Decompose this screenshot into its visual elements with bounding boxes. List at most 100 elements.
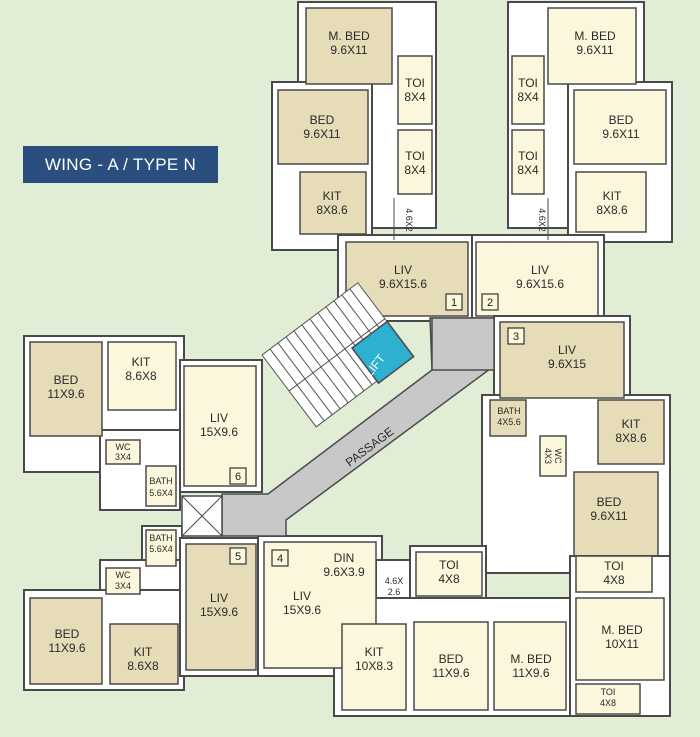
stair-tread bbox=[296, 384, 325, 422]
stair-tread bbox=[333, 300, 362, 338]
label-bed: BED bbox=[54, 373, 79, 387]
room-toi bbox=[575, 555, 653, 593]
label-bed: BED bbox=[439, 652, 464, 666]
label-bed: BED bbox=[310, 113, 335, 127]
duct-size: 4.6X2 bbox=[404, 208, 414, 232]
room-bed bbox=[277, 89, 369, 165]
label-liv: LIV bbox=[210, 411, 228, 425]
size-kit: 8X8.6 bbox=[596, 203, 628, 217]
room-kit bbox=[575, 171, 647, 233]
label-wc: WC bbox=[553, 449, 563, 464]
size-din: 9.6X3.9 bbox=[323, 565, 365, 579]
duct-size: 2.6 bbox=[388, 587, 401, 597]
label-mbed: M. BED bbox=[574, 29, 616, 43]
room-kit bbox=[107, 341, 177, 411]
size-liv: 15X9.6 bbox=[200, 425, 238, 439]
room-bed bbox=[573, 89, 667, 165]
room-liv bbox=[183, 365, 257, 487]
label-liv: LIV bbox=[394, 263, 412, 277]
unit-number: 3 bbox=[513, 331, 519, 343]
room-wc bbox=[105, 439, 141, 465]
size-toi: 8X4 bbox=[517, 90, 539, 104]
room-mbed bbox=[305, 7, 393, 85]
label-liv: LIV bbox=[210, 591, 228, 605]
stair-tread bbox=[320, 366, 349, 404]
duct-size: 4.6X2 bbox=[537, 208, 547, 232]
room-kit bbox=[299, 171, 367, 235]
room-bed bbox=[413, 621, 489, 711]
stair-tread bbox=[301, 324, 330, 362]
flat-1 bbox=[271, 1, 475, 322]
size-toi: 4X8 bbox=[600, 698, 616, 708]
room-kit bbox=[109, 623, 179, 685]
label-bed: BED bbox=[597, 495, 622, 509]
wing-title: WING - A / TYPE N bbox=[23, 146, 218, 183]
unit-number: 5 bbox=[235, 551, 241, 563]
label-bath: BATH bbox=[149, 476, 172, 486]
label-toi: TOI bbox=[601, 687, 616, 697]
label-din: DIN bbox=[334, 551, 355, 565]
label-bath: BATH bbox=[497, 406, 520, 416]
size-toi: 4X8 bbox=[603, 573, 625, 587]
size-mbed: 10X11 bbox=[605, 637, 639, 651]
label-kit: KIT bbox=[603, 189, 622, 203]
room-mbed bbox=[493, 621, 567, 711]
label-liv: LIV bbox=[531, 263, 549, 277]
size-kit: 10X8.3 bbox=[355, 659, 393, 673]
label-toi: TOI bbox=[405, 149, 425, 163]
size-bed: 9.6X11 bbox=[602, 127, 639, 141]
label-bath: BATH bbox=[149, 533, 172, 543]
unit-number: 6 bbox=[235, 471, 241, 483]
lift bbox=[350, 320, 415, 385]
room-wc bbox=[539, 435, 567, 477]
room-toi bbox=[511, 129, 545, 195]
label-bed: BED bbox=[609, 113, 634, 127]
room-wc bbox=[105, 567, 141, 595]
room-kit bbox=[597, 399, 665, 465]
size-kit: 8X8.6 bbox=[316, 203, 348, 217]
stair-tread bbox=[328, 360, 357, 398]
size-wc: 3X4 bbox=[115, 452, 131, 462]
unit-number: 4 bbox=[277, 553, 283, 565]
label-liv: LIV bbox=[558, 343, 576, 357]
label-mbed: M. BED bbox=[510, 652, 552, 666]
room-bath bbox=[145, 465, 177, 507]
size-kit: 8X8.6 bbox=[615, 431, 647, 445]
stair-tread bbox=[317, 312, 346, 350]
room-bath bbox=[145, 529, 177, 567]
size-wc: 3X4 bbox=[115, 581, 131, 591]
room-toi bbox=[415, 551, 483, 597]
stair-tread bbox=[269, 348, 298, 386]
size-toi: 8X4 bbox=[404, 163, 426, 177]
label-bed: BED bbox=[55, 627, 80, 641]
room-mbed bbox=[547, 7, 637, 85]
size-toi: 8X4 bbox=[517, 163, 539, 177]
size-liv: 15X9.6 bbox=[200, 605, 238, 619]
label-toi: TOI bbox=[604, 559, 624, 573]
size-bed: 9.6X11 bbox=[303, 127, 340, 141]
size-kit: 8.6X8 bbox=[125, 369, 157, 383]
size-bed: 11X9.6 bbox=[48, 641, 85, 655]
label-mbed: M. BED bbox=[328, 29, 370, 43]
label-toi: TOI bbox=[405, 76, 425, 90]
label-mbed: M. BED bbox=[601, 623, 643, 637]
core bbox=[181, 282, 495, 537]
stair-tread bbox=[344, 348, 373, 386]
room-bath bbox=[489, 399, 527, 437]
size-bed: 11X9.6 bbox=[432, 666, 469, 680]
size-toi: 4X8 bbox=[438, 572, 460, 586]
flat-6 bbox=[23, 335, 263, 511]
room-liv bbox=[185, 543, 257, 671]
size-bed: 9.6X11 bbox=[590, 509, 627, 523]
size-liv: 15X9.6 bbox=[283, 603, 321, 617]
label-wc: WC bbox=[116, 442, 131, 452]
size-wc: 4X3 bbox=[543, 448, 553, 464]
stair-tread bbox=[285, 336, 314, 374]
label-kit: KIT bbox=[134, 645, 153, 659]
label-toi: TOI bbox=[518, 149, 538, 163]
size-bath: 5.6X4 bbox=[149, 488, 173, 498]
flat-4 bbox=[257, 535, 671, 717]
stair-tread bbox=[293, 330, 322, 368]
room-toi bbox=[397, 55, 433, 125]
